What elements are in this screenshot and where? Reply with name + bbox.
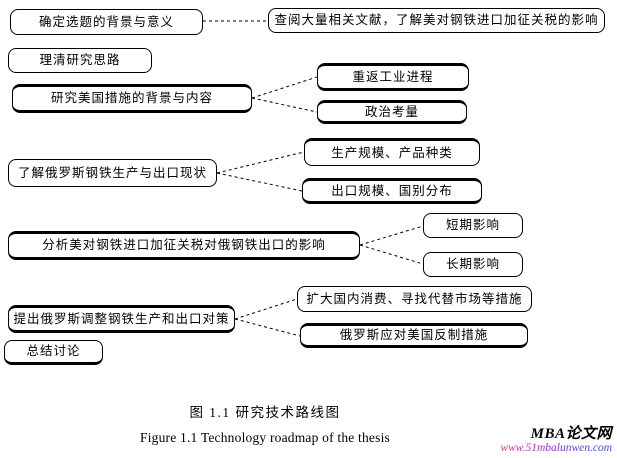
link-us-reindustrialization [251, 76, 318, 99]
box-short-term: 短期影响 [423, 213, 523, 238]
link-status-production [216, 151, 305, 174]
watermark-url: www.51mbalunwen.com [500, 442, 612, 455]
box-long-term: 长期影响 [423, 252, 523, 277]
box-clarify-approach: 理清研究思路 [8, 48, 152, 73]
box-reindustrialization: 重返工业进程 [317, 63, 469, 91]
box-countermeasures: 提出俄罗斯调整钢铁生产和出口对策 [8, 305, 235, 333]
watermark-brand: MBA论文网 [530, 425, 612, 442]
box-define-topic: 确定选题的背景与意义 [10, 9, 203, 35]
link-counter-consumption [234, 298, 298, 320]
figure-caption-zh: 图 1.1 研究技术路线图 [189, 405, 341, 420]
box-literature-review: 查阅大量相关文献，了解美对钢铁进口加征关税的影响 [268, 8, 605, 33]
box-export-scale: 出口规模、国别分布 [302, 178, 482, 204]
link-analysis-long [359, 244, 424, 265]
link-counter-response [234, 318, 301, 337]
link-status-export [216, 172, 303, 192]
box-tariff-analysis: 分析美对钢铁进口加征关税对俄钢铁出口的影响 [8, 231, 360, 260]
figure-caption-en: Figure 1.1 Technology roadmap of the the… [140, 430, 390, 445]
box-expand-consumption: 扩大国内消费、寻找代替市场等措施 [297, 286, 532, 312]
box-production-scale: 生产规模、产品种类 [304, 138, 480, 166]
box-us-measures: 研究美国措施的背景与内容 [12, 84, 252, 113]
box-russia-response: 俄罗斯应对美国反制措施 [300, 323, 528, 348]
box-russia-status: 了解俄罗斯钢铁生产与出口现状 [8, 159, 217, 187]
box-conclusion: 总结讨论 [4, 340, 103, 365]
box-political-factors: 政治考量 [317, 100, 467, 124]
figure-caption: 图 1.1 研究技术路线图 Figure 1.1 Technology road… [0, 401, 530, 446]
site-watermark: MBA论文网 www.51mbalunwen.com [500, 426, 612, 455]
link-us-political [251, 97, 318, 113]
link-analysis-short [359, 225, 424, 246]
